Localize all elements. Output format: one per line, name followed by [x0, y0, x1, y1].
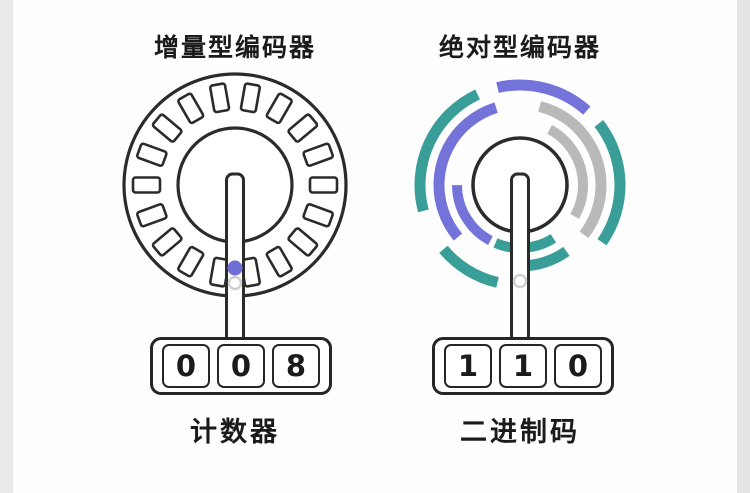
binary-code-caption: 二进制码 — [460, 417, 580, 448]
counter-caption: 计数器 — [190, 417, 280, 448]
slot — [177, 92, 205, 125]
digit-cell: 8 — [272, 344, 320, 388]
index-dot — [227, 260, 243, 276]
slot — [265, 92, 293, 125]
slot — [151, 227, 183, 257]
absolute-encoder-title: 绝对型编码器 — [438, 33, 601, 62]
binary-display: 1 1 0 — [432, 337, 614, 395]
slot — [151, 113, 183, 143]
left-edge-strip — [0, 0, 13, 493]
slot — [287, 113, 319, 143]
digit-cell: 0 — [217, 344, 265, 388]
right-edge-strip — [737, 0, 750, 493]
shaft — [510, 172, 530, 352]
track-arc-teal — [414, 79, 626, 291]
track-arc-purple — [452, 116, 588, 253]
track-arc-gray — [433, 98, 607, 272]
digit-cell: 1 — [444, 344, 492, 388]
track-arc-teal — [452, 117, 588, 253]
digit-cell: 0 — [554, 344, 602, 388]
slot — [308, 176, 339, 194]
slot — [131, 176, 162, 194]
shaft-marker — [512, 273, 528, 289]
shaft-marker — [227, 275, 243, 291]
slot — [208, 82, 231, 114]
track-arc-teal — [414, 79, 626, 291]
slot — [302, 203, 335, 228]
counter-display: 0 0 8 — [150, 337, 332, 395]
slot — [177, 245, 205, 278]
absolute-encoder-disc — [414, 79, 626, 352]
incremental-encoder-title: 增量型编码器 — [153, 33, 316, 62]
slot — [302, 142, 335, 167]
incremental-encoder-disc — [122, 72, 348, 352]
slot — [265, 245, 293, 278]
slot — [135, 142, 168, 167]
slot — [135, 203, 168, 228]
track-arc-gray — [452, 116, 588, 253]
digit-cell: 1 — [499, 344, 547, 388]
slot — [239, 82, 262, 114]
track-arc-teal — [414, 79, 626, 291]
digit-cell: 0 — [162, 344, 210, 388]
slot — [287, 227, 319, 257]
slot-ring — [131, 82, 339, 288]
